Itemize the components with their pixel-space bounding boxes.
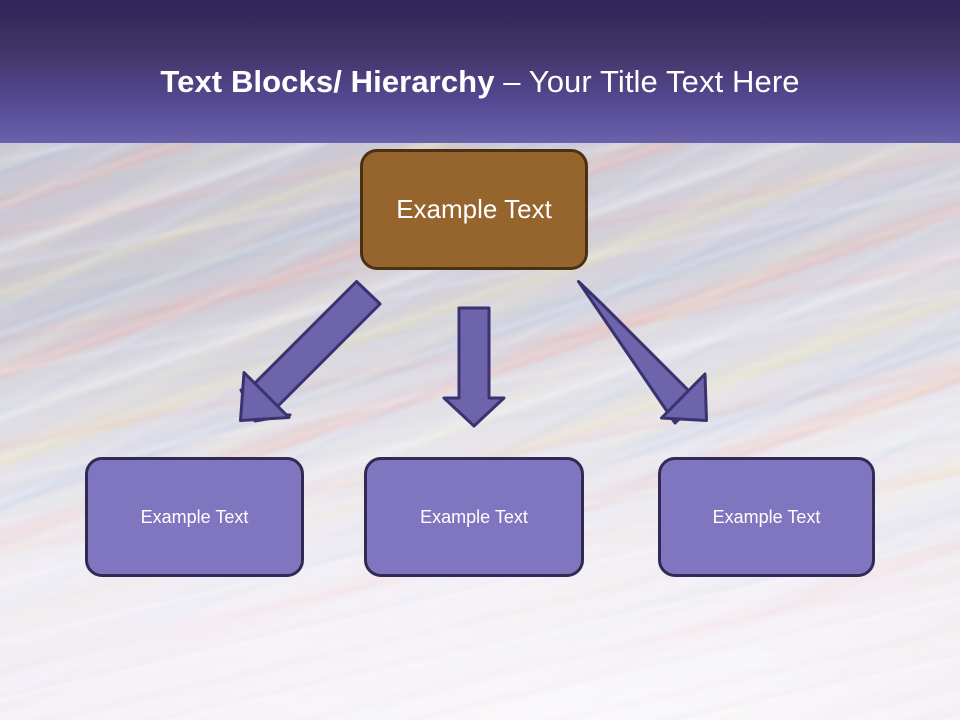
hierarchy-child-label-1: Example Text	[140, 506, 249, 527]
hierarchy-child-label-2: Example Text	[420, 506, 528, 527]
hierarchy-child-box-1[interactable]: Example Text	[85, 457, 304, 577]
hierarchy-child-box-2[interactable]: Example Text	[364, 457, 584, 577]
arrow-down-icon	[442, 306, 506, 428]
title-banner: Text Blocks/ Hierarchy – Your Title Text…	[0, 0, 960, 143]
page-title: Text Blocks/ Hierarchy – Your Title Text…	[160, 64, 799, 100]
page-title-separator: –	[494, 63, 529, 99]
hierarchy-root-box[interactable]: Example Text	[360, 149, 588, 270]
page-title-bold: Text Blocks/ Hierarchy	[160, 63, 495, 99]
hierarchy-root-label: Example Text	[396, 194, 552, 224]
arrow-down-right-head	[660, 372, 708, 422]
arrow-down-left-head	[239, 371, 291, 422]
hierarchy-child-label-3: Example Text	[712, 506, 821, 527]
page-title-light: Your Title Text Here	[528, 63, 800, 99]
hierarchy-child-box-3[interactable]: Example Text	[658, 457, 875, 577]
arrow-down-left-shaft	[251, 280, 382, 409]
